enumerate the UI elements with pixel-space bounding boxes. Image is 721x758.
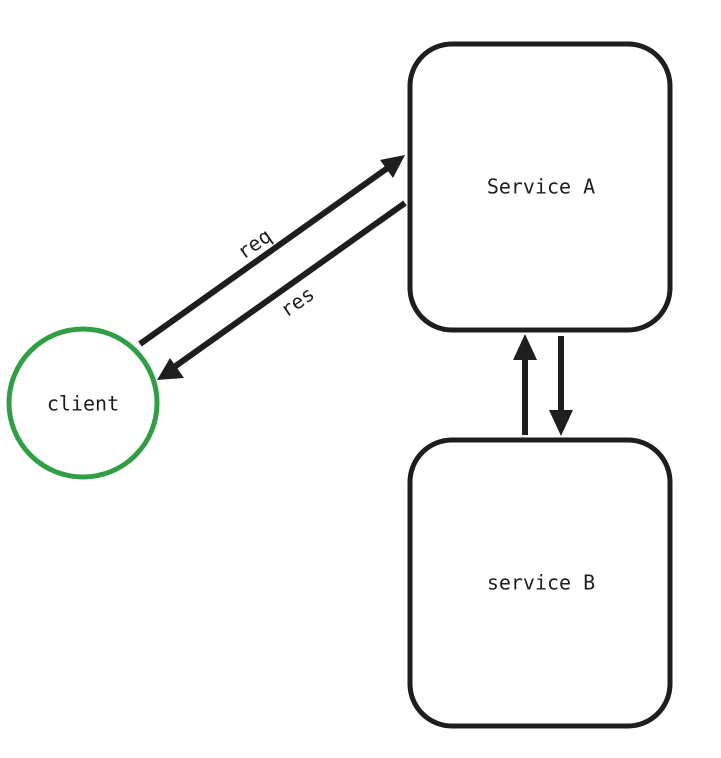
req-arrowhead (380, 155, 405, 178)
service-b-node[interactable]: service B (407, 437, 673, 729)
service-a-label: Service A (487, 175, 595, 199)
client-label: client (47, 392, 119, 416)
res-edge[interactable]: res (157, 200, 407, 380)
service-b-box (407, 437, 673, 729)
client-circle (6, 326, 160, 480)
client-node[interactable]: client (6, 326, 160, 480)
b-to-a-edge[interactable] (513, 334, 537, 435)
req-label: req (232, 224, 275, 264)
a-to-b-arrowhead (549, 410, 573, 436)
b-to-a-arrowhead (513, 334, 537, 360)
req-arrow (138, 159, 399, 347)
service-b-label: service B (487, 571, 595, 595)
a-to-b-edge[interactable] (549, 336, 573, 436)
service-a-node[interactable]: Service A (407, 41, 673, 333)
res-arrow (168, 200, 407, 373)
res-arrowhead (157, 358, 184, 380)
req-edge[interactable]: req (138, 155, 405, 347)
service-a-box (407, 41, 673, 333)
